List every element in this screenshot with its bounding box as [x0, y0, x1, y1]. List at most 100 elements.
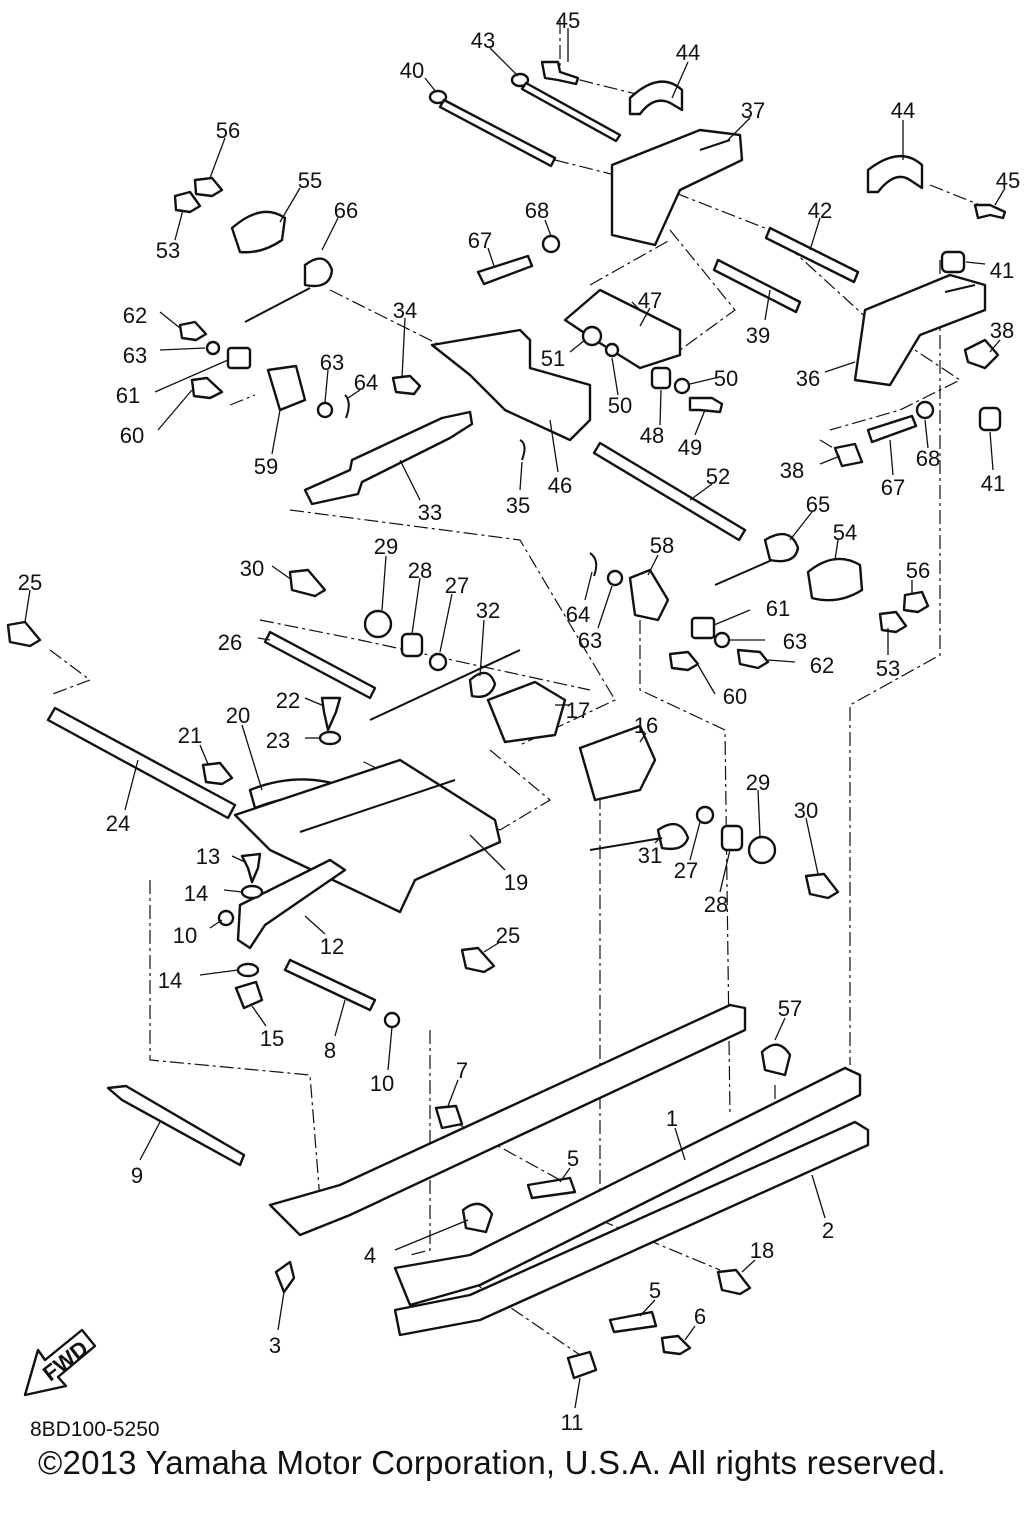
- long-bolt-40: [428, 89, 557, 168]
- leader-line-14: [223, 889, 243, 893]
- leader-line-61: [154, 359, 229, 393]
- callout-42: 42: [808, 198, 832, 223]
- leader-line-65: [789, 511, 813, 541]
- callout-65: 65: [806, 492, 830, 517]
- leader-line-50: [689, 377, 716, 385]
- diagram-code: 8BD100-5250: [30, 1418, 160, 1441]
- bolt-43: [510, 72, 622, 143]
- leader-line-62: [767, 659, 796, 663]
- leader-line-53: [174, 209, 184, 241]
- assembly-lines: [49, 20, 981, 1356]
- leader-line-12: [304, 915, 326, 935]
- callout-62: 62: [123, 303, 147, 328]
- bracket-16: [578, 724, 657, 802]
- callout-10: 10: [173, 923, 197, 948]
- leader-line-18: [741, 1259, 756, 1273]
- leader-line-41: [965, 261, 986, 265]
- callout-60: 60: [723, 684, 747, 709]
- screw-3: [274, 1260, 296, 1294]
- leader-line-64: [584, 571, 593, 601]
- callout-68: 68: [525, 198, 549, 223]
- pin-64-right: [589, 552, 598, 577]
- leader-line-37: [727, 117, 751, 141]
- callout-61: 61: [766, 596, 790, 621]
- bolt-25-middle: [460, 946, 496, 974]
- leader-line-33: [399, 459, 421, 501]
- callout-36: 36: [796, 366, 820, 391]
- bolt-6: [660, 1334, 692, 1356]
- bracket-58: [628, 568, 670, 622]
- callout-41: 41: [981, 471, 1005, 496]
- pin-64-left: [344, 394, 350, 419]
- callout-44: 44: [891, 98, 915, 123]
- leader-line-25: [483, 941, 501, 953]
- callout-44: 44: [676, 40, 700, 65]
- callout-5: 5: [567, 1146, 579, 1171]
- callout-25: 25: [18, 570, 42, 595]
- bolt-62-left: [178, 320, 208, 342]
- leader-line-42: [809, 217, 821, 251]
- leader-line-25: [24, 589, 31, 623]
- link-5-upper: [526, 1176, 577, 1200]
- callout-7: 7: [456, 1058, 468, 1083]
- callout-50: 50: [714, 366, 738, 391]
- callout-53: 53: [156, 238, 180, 263]
- bushing-51: [581, 325, 603, 347]
- bolt-30-right: [804, 872, 840, 900]
- callout-23: 23: [266, 728, 290, 753]
- callout-39: 39: [746, 323, 770, 348]
- bolt-60-left: [190, 376, 224, 400]
- callout-66: 66: [334, 198, 358, 223]
- callout-30: 30: [240, 556, 264, 581]
- leader-line-8: [334, 999, 346, 1037]
- leader-line-55: [279, 187, 301, 223]
- callout-62: 62: [810, 653, 834, 678]
- leader-line-68: [924, 419, 929, 449]
- callout-31: 31: [638, 843, 662, 868]
- collar-48: [650, 366, 672, 390]
- callout-21: 21: [178, 723, 202, 748]
- callout-55: 55: [298, 168, 322, 193]
- bolt-38-right: [963, 338, 1000, 370]
- callout-56: 56: [906, 558, 930, 583]
- callout-57: 57: [778, 996, 802, 1021]
- leader-line-48: [659, 389, 662, 426]
- leader-line-34: [401, 317, 406, 379]
- callout-50: 50: [608, 393, 632, 418]
- leader-line-62: [159, 311, 181, 329]
- leader-line-20: [241, 724, 263, 791]
- callout-64: 64: [354, 370, 378, 395]
- callout-58: 58: [650, 533, 674, 558]
- callout-38: 38: [990, 318, 1014, 343]
- leader-line-9: [139, 1121, 161, 1161]
- leader-line-29: [381, 555, 387, 611]
- leader-line-49: [694, 409, 706, 436]
- nut-7: [434, 1104, 464, 1130]
- callout-4: 4: [364, 1243, 376, 1268]
- bolt-49: [688, 396, 724, 414]
- washer-14-top: [240, 884, 264, 900]
- spring-65: [763, 532, 800, 563]
- callout-54: 54: [833, 520, 857, 545]
- callout-38: 38: [780, 458, 804, 483]
- callout-45: 45: [996, 168, 1020, 193]
- leader-line-67: [487, 247, 495, 267]
- stopper-54: [806, 557, 864, 602]
- callout-56: 56: [216, 118, 240, 143]
- callout-13: 13: [196, 844, 220, 869]
- callout-14: 14: [158, 968, 182, 993]
- callout-63: 63: [578, 628, 602, 653]
- nut-11: [566, 1350, 598, 1380]
- bracket-37: [610, 128, 744, 247]
- bolt-9: [106, 1084, 246, 1167]
- washer-63-left: [316, 401, 334, 419]
- callout-32: 32: [476, 598, 500, 623]
- leader-line-32: [479, 619, 485, 677]
- callout-29: 29: [374, 534, 398, 559]
- callout-27: 27: [674, 858, 698, 883]
- callout-52: 52: [706, 464, 730, 489]
- leader-line-44: [671, 61, 689, 99]
- callout-28: 28: [704, 892, 728, 917]
- leader-line-26: [257, 637, 271, 641]
